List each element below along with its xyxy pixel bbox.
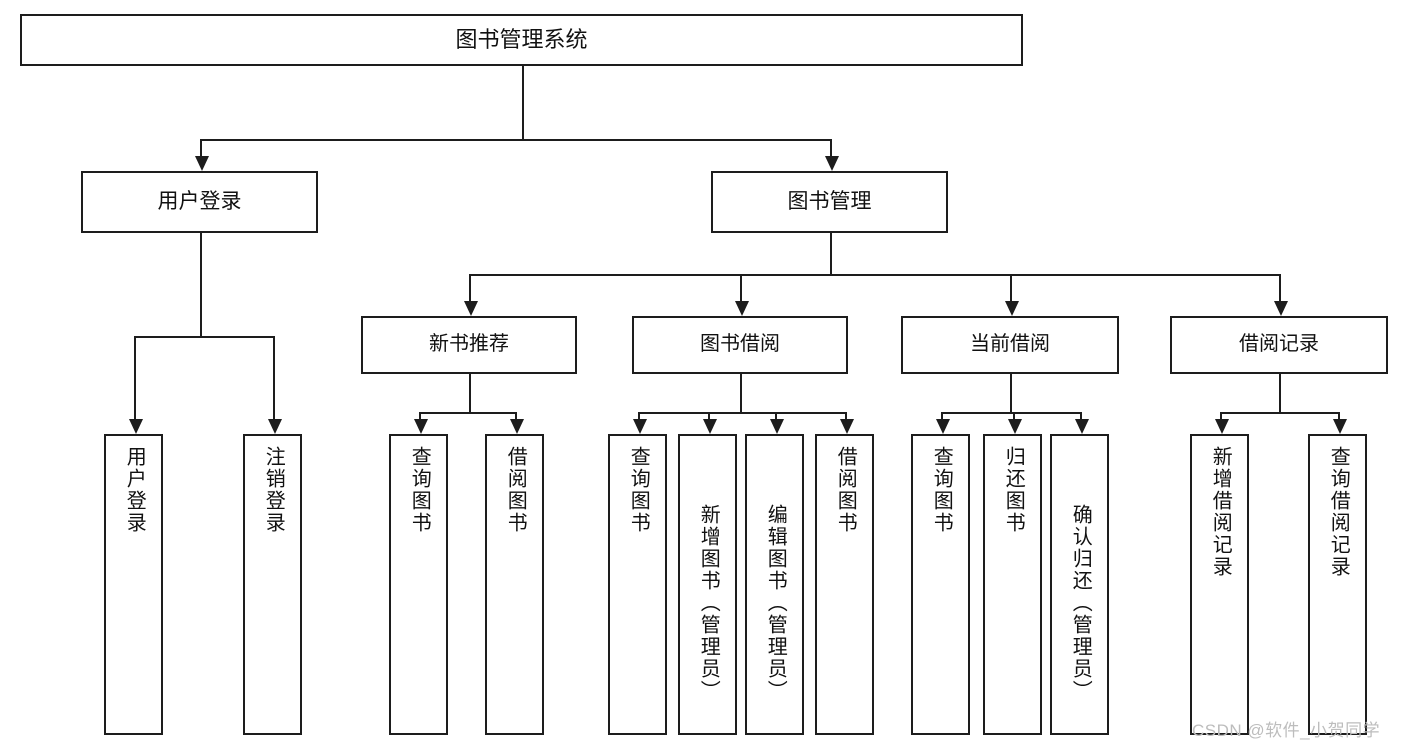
connector-vertical — [1337, 412, 1340, 419]
connector-vertical — [774, 412, 777, 419]
leaf-borrow-book-2[interactable]: 借阅图书 — [815, 434, 874, 735]
connector-vertical — [1279, 274, 1281, 301]
node-label: 图书管理 — [787, 189, 872, 213]
leaf-query-book-3[interactable]: 查询图书 — [911, 434, 970, 735]
connector-horizontal — [637, 412, 845, 414]
connector-vertical — [844, 412, 847, 419]
node-label: 借阅图书 — [834, 446, 857, 534]
node-label: 查询图书 — [627, 446, 650, 534]
connector-vertical — [1279, 374, 1281, 412]
arrowhead-icon — [194, 156, 209, 171]
node-label: 编辑图书（管理员） — [764, 504, 787, 702]
arrowhead-icon — [1332, 419, 1347, 434]
node-label: 图书管理系统 — [455, 26, 588, 52]
node-label: 注销登录 — [262, 446, 285, 534]
arrowhead-icon — [128, 419, 143, 434]
leaf-edit-book[interactable]: 编辑图书（管理员） — [745, 434, 804, 735]
arrowhead-icon — [1074, 419, 1089, 434]
connector-horizontal — [469, 274, 1279, 276]
node-label: 当前借阅 — [970, 333, 1050, 356]
connector-horizontal — [1219, 412, 1338, 414]
node-label: 用户登录 — [123, 446, 146, 534]
arrowhead-icon — [1214, 419, 1229, 434]
node-label: 新书推荐 — [429, 333, 509, 356]
arrowhead-icon — [1274, 301, 1288, 316]
connector-vertical — [940, 412, 943, 419]
leaf-logout[interactable]: 注销登录 — [243, 434, 302, 735]
connector-vertical — [829, 233, 832, 274]
arrowhead-icon — [509, 419, 524, 434]
arrowhead-icon — [702, 419, 717, 434]
node-label: 查询借阅记录 — [1327, 446, 1350, 578]
arrowhead-icon — [1005, 301, 1019, 316]
leaf-return-book[interactable]: 归还图书 — [983, 434, 1042, 735]
arrowhead-icon — [1007, 419, 1022, 434]
node-label: 借阅图书 — [504, 446, 527, 534]
node-user-login[interactable]: 用户登录 — [81, 171, 318, 233]
leaf-user-login[interactable]: 用户登录 — [104, 434, 163, 735]
node-label: 新增借阅记录 — [1209, 446, 1232, 578]
arrowhead-icon — [769, 419, 784, 434]
node-book-mgmt[interactable]: 图书管理 — [711, 171, 948, 233]
connector-vertical — [521, 66, 524, 139]
arrowhead-icon — [824, 156, 839, 171]
node-label: 图书借阅 — [700, 333, 780, 356]
connector-vertical — [1219, 412, 1222, 419]
node-label: 借阅记录 — [1239, 333, 1319, 356]
connector-vertical — [1012, 412, 1015, 419]
connector-vertical — [133, 336, 136, 419]
arrowhead-icon — [413, 419, 428, 434]
connector-vertical — [514, 412, 517, 419]
watermark-csdn: CSDN @软件_小贺同学 — [1192, 721, 1381, 740]
connector-vertical — [707, 412, 710, 419]
connector-vertical — [829, 139, 832, 156]
connector-vertical — [469, 374, 471, 412]
arrowhead-icon — [632, 419, 647, 434]
node-book-borrow[interactable]: 图书借阅 — [632, 316, 848, 374]
connector-vertical — [1010, 274, 1012, 301]
leaf-query-book-1[interactable]: 查询图书 — [389, 434, 448, 735]
leaf-borrow-book-1[interactable]: 借阅图书 — [485, 434, 544, 735]
node-label: 用户登录 — [157, 189, 242, 213]
node-root[interactable]: 图书管理系统 — [20, 14, 1023, 66]
node-label: 新增图书（管理员） — [697, 504, 720, 702]
node-label: 归还图书 — [1002, 446, 1025, 534]
node-borrow-record[interactable]: 借阅记录 — [1170, 316, 1388, 374]
arrowhead-icon — [267, 419, 282, 434]
connector-vertical — [469, 274, 471, 301]
arrowhead-icon — [735, 301, 749, 316]
leaf-add-record[interactable]: 新增借阅记录 — [1190, 434, 1249, 735]
connector-horizontal — [133, 336, 273, 338]
arrowhead-icon — [935, 419, 950, 434]
connector-vertical — [272, 336, 275, 419]
connector-vertical — [637, 412, 640, 419]
leaf-query-record[interactable]: 查询借阅记录 — [1308, 434, 1367, 735]
node-new-book-rec[interactable]: 新书推荐 — [361, 316, 577, 374]
node-label: 查询图书 — [408, 446, 431, 534]
connector-vertical — [199, 139, 202, 156]
leaf-query-book-2[interactable]: 查询图书 — [608, 434, 667, 735]
connector-vertical — [1010, 374, 1012, 412]
connector-vertical — [418, 412, 421, 419]
node-label: 查询图书 — [930, 446, 953, 534]
connector-vertical — [740, 274, 742, 301]
node-label: 确认归还（管理员） — [1069, 504, 1092, 702]
arrowhead-icon — [839, 419, 854, 434]
leaf-confirm-return[interactable]: 确认归还（管理员） — [1050, 434, 1109, 735]
connector-vertical — [199, 233, 202, 336]
leaf-add-book[interactable]: 新增图书（管理员） — [678, 434, 737, 735]
connector-vertical — [1079, 412, 1082, 419]
node-current-borrow[interactable]: 当前借阅 — [901, 316, 1119, 374]
connector-horizontal — [199, 139, 830, 141]
connector-horizontal — [418, 412, 515, 414]
arrowhead-icon — [464, 301, 478, 316]
connector-vertical — [740, 374, 742, 412]
connector-horizontal — [940, 412, 1080, 414]
